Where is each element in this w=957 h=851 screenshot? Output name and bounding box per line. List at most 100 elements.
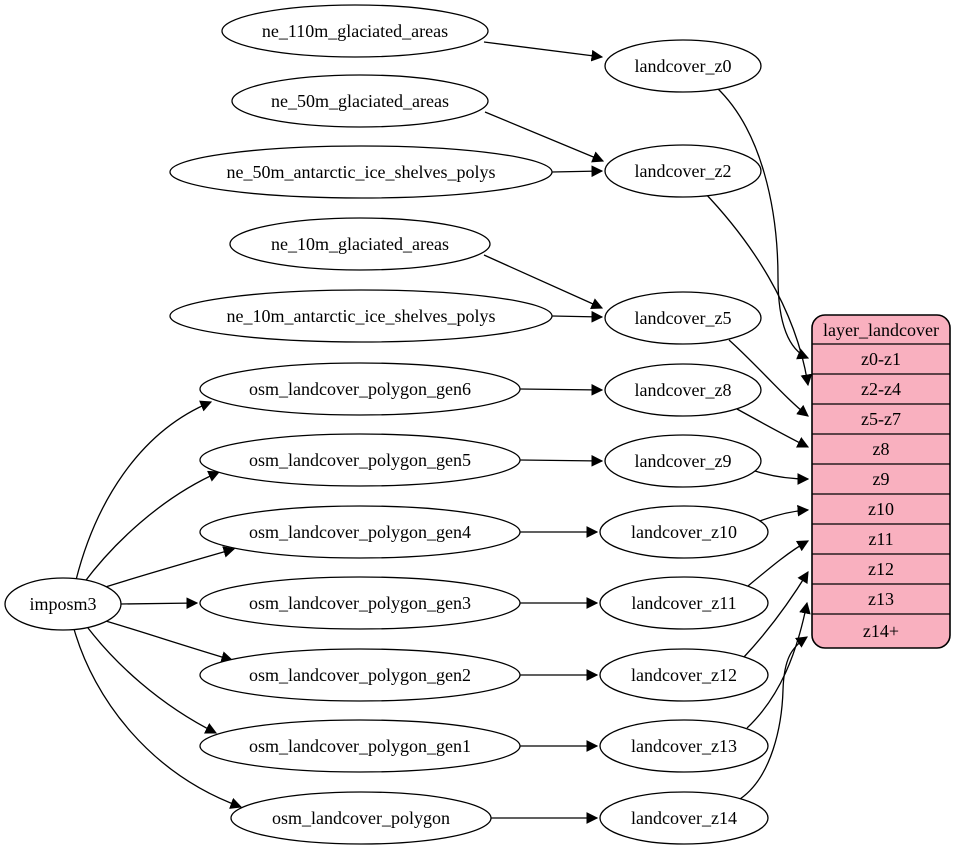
source-label: osm_landcover_polygon: [272, 808, 450, 828]
edge-landcover-z9-to-row-z9: [754, 470, 810, 485]
source-nodes: ne_110m_glaciated_areas ne_50m_glaciated…: [169, 4, 553, 845]
edge-osm-landcover-polygon-gen6-to-landcover-z8: [519, 384, 604, 396]
source-label: osm_landcover_polygon_gen3: [249, 593, 471, 613]
source-ellipse: [169, 289, 553, 343]
node-osm-landcover-polygon-gen1: osm_landcover_polygon_gen1: [199, 719, 521, 773]
source-ellipse: [230, 791, 492, 845]
source-label: osm_landcover_polygon_gen2: [249, 665, 471, 685]
imposm3-label: imposm3: [29, 594, 96, 614]
source-ellipse: [199, 576, 521, 630]
node-landcover-z0: landcover_z0: [604, 39, 762, 93]
node-landcover-z10: landcover_z10: [599, 505, 769, 559]
transform-ellipse: [599, 648, 769, 702]
source-label: ne_10m_antarctic_ice_shelves_polys: [227, 306, 496, 326]
node-osm-landcover-polygon-gen3: osm_landcover_polygon_gen3: [199, 576, 521, 630]
table-row-z12: z12: [868, 559, 894, 579]
edge-landcover-z5-to-row-z5-z7: [728, 339, 809, 417]
node-ne-50m-glaciated-areas: ne_50m_glaciated_areas: [231, 74, 489, 128]
transform-ellipse: [604, 434, 762, 488]
transform-ellipse: [599, 576, 769, 630]
edge-landcover-z2-to-row-z2-z4: [702, 190, 813, 387]
node-landcover-z8: landcover_z8: [604, 363, 762, 417]
source-ellipse: [169, 145, 553, 199]
transform-ellipse: [599, 505, 769, 559]
node-ne-110m-glaciated-areas: ne_110m_glaciated_areas: [221, 4, 489, 58]
source-label: osm_landcover_polygon_gen6: [249, 379, 471, 399]
edge-imposm3-to-osm-landcover-polygon-gen1: [84, 623, 218, 734]
transform-ellipse: [599, 719, 769, 773]
transform-ellipse: [604, 144, 762, 198]
node-osm-landcover-polygon: osm_landcover_polygon: [230, 791, 492, 845]
source-label: osm_landcover_polygon_gen5: [249, 450, 471, 470]
transform-ellipse: [604, 291, 762, 345]
table-row-z11: z11: [868, 529, 893, 549]
transform-label: landcover_z2: [635, 161, 732, 181]
node-osm-landcover-polygon-gen5: osm_landcover_polygon_gen5: [199, 433, 521, 487]
node-landcover-z9: landcover_z9: [604, 434, 762, 488]
node-ne-10m-glaciated-areas: ne_10m_glaciated_areas: [229, 217, 491, 271]
node-landcover-z2: landcover_z2: [604, 144, 762, 198]
edges-importer-to-osm-tables: [73, 400, 243, 809]
node-landcover-z12: landcover_z12: [599, 648, 769, 702]
edge-ne-10m-antarctic-ice-shelves-polys-to-landcover-z5: [551, 310, 604, 323]
node-imposm3: imposm3: [4, 577, 122, 631]
source-ellipse: [221, 4, 489, 58]
edge-imposm3-to-osm-landcover-polygon: [73, 628, 243, 809]
edges-source-to-transform: [483, 41, 605, 824]
source-ellipse: [199, 505, 521, 559]
transform-label: landcover_z8: [635, 380, 732, 400]
edge-imposm3-to-osm-landcover-polygon-gen4: [98, 546, 236, 590]
edge-ne-50m-glaciated-areas-to-landcover-z2: [484, 111, 605, 163]
node-ne-50m-antarctic-ice-shelves-polys: ne_50m_antarctic_ice_shelves_polys: [169, 145, 553, 199]
edge-imposm3-to-osm-landcover-polygon-gen3: [120, 597, 199, 609]
source-label: ne_10m_glaciated_areas: [271, 234, 449, 254]
edge-landcover-z10-to-row-z10: [759, 504, 810, 522]
node-ne-10m-antarctic-ice-shelves-polys: ne_10m_antarctic_ice_shelves_polys: [169, 289, 553, 343]
edge-imposm3-to-osm-landcover-polygon-gen2: [98, 618, 234, 663]
table-row-z5-z7: z5-z7: [861, 409, 901, 429]
table-row-z2-z4: z2-z4: [861, 379, 901, 399]
node-osm-landcover-polygon-gen4: osm_landcover_polygon_gen4: [199, 505, 521, 559]
source-ellipse: [199, 362, 521, 416]
edge-imposm3-to-osm-landcover-polygon-gen5: [82, 470, 221, 585]
table-row-z0-z1: z0-z1: [861, 349, 901, 369]
edge-landcover-z0-to-row-z0-z1: [715, 86, 810, 360]
source-label: osm_landcover_polygon_gen4: [249, 522, 471, 542]
node-osm-landcover-polygon-gen6: osm_landcover_polygon_gen6: [199, 362, 521, 416]
source-ellipse: [231, 74, 489, 128]
transform-label: landcover_z14: [631, 808, 737, 828]
source-label: ne_110m_glaciated_areas: [262, 21, 448, 41]
node-landcover-z5: landcover_z5: [604, 291, 762, 345]
layer-table-body: [811, 314, 951, 649]
transform-label: landcover_z12: [631, 665, 737, 685]
transform-label: landcover_z10: [631, 522, 737, 542]
transform-label: landcover_z9: [635, 451, 732, 471]
node-landcover-z13: landcover_z13: [599, 719, 769, 773]
table-row-z8: z8: [873, 439, 890, 459]
edge-landcover-z12-to-row-z12: [743, 571, 809, 658]
transform-label: landcover_z11: [631, 593, 736, 613]
transform-ellipse: [604, 363, 762, 417]
table-row-z9: z9: [873, 469, 890, 489]
layer-landcover-table: layer_landcover z0-z1 z2-z4 z5-z7 z8 z9 …: [811, 314, 951, 649]
source-ellipse: [229, 217, 491, 271]
edge-landcover-z13-to-row-z13: [746, 601, 811, 729]
edge-ne-10m-glaciated-areas-to-landcover-z5: [483, 254, 604, 310]
source-label: osm_landcover_polygon_gen1: [249, 736, 471, 756]
transform-label: landcover_z13: [631, 736, 737, 756]
node-landcover-z11: landcover_z11: [599, 576, 769, 630]
transform-ellipse: [604, 39, 762, 93]
source-ellipse: [199, 648, 521, 702]
transform-label: landcover_z0: [635, 56, 732, 76]
source-label: ne_50m_antarctic_ice_shelves_polys: [227, 162, 496, 182]
node-osm-landcover-polygon-gen2: osm_landcover_polygon_gen2: [199, 648, 521, 702]
edge-osm-landcover-polygon-gen5-to-landcover-z9: [519, 455, 604, 467]
node-landcover-z14: landcover_z14: [599, 791, 769, 845]
table-row-z10: z10: [868, 499, 894, 519]
edge-ne-110m-glaciated-areas-to-landcover-z0: [483, 41, 604, 62]
transform-nodes: landcover_z0 landcover_z2 landcover_z5 l…: [599, 39, 769, 845]
transform-label: landcover_z5: [635, 308, 732, 328]
imposm3-ellipse: [4, 577, 122, 631]
